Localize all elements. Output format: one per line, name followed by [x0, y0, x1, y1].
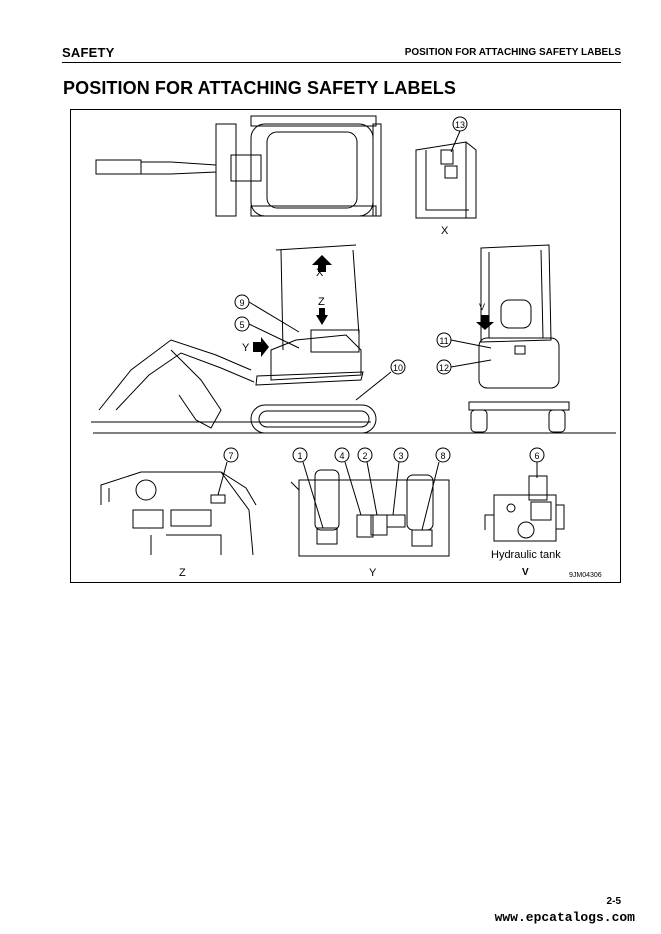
arrow-z-icon	[316, 308, 328, 325]
callout-4: 4	[339, 451, 344, 461]
header-rule	[62, 62, 621, 63]
view-z-side-label: Z	[318, 296, 325, 308]
callout-11: 11	[439, 336, 448, 346]
arrow-y-icon	[253, 337, 269, 357]
detail-v-drawing	[484, 475, 565, 542]
detail-z-label: Z	[179, 567, 186, 579]
callout-9: 9	[239, 298, 244, 308]
arrow-x-icon	[312, 255, 332, 272]
callout-8: 8	[440, 451, 445, 461]
detail-z-drawing	[100, 471, 257, 556]
callout-2: 2	[362, 451, 367, 461]
rear-view-excavator	[468, 244, 570, 433]
callout-13: 13	[455, 120, 465, 130]
callout-5: 5	[239, 320, 244, 330]
view-v-rear-label: V	[479, 302, 485, 312]
page-title: POSITION FOR ATTACHING SAFETY LABELS	[63, 78, 456, 98]
callout-3: 3	[398, 451, 403, 461]
view-x-label: X	[441, 225, 449, 237]
detail-v-label: V	[522, 567, 529, 578]
view-x-drawing	[415, 141, 477, 219]
label-diagram: X 13 X Z Y 9 5	[70, 109, 621, 583]
view-x-side-label: X	[316, 267, 324, 279]
detail-y-drawing	[290, 469, 450, 557]
callout-7: 7	[228, 451, 233, 461]
side-view-excavator	[91, 244, 377, 434]
callout-12: 12	[439, 363, 449, 373]
diagram-svg: X 13 X Z Y 9 5	[91, 115, 616, 579]
view-y-side-label: Y	[242, 342, 250, 354]
top-view-machine	[95, 115, 382, 217]
figure-code: 9JM04306	[569, 572, 602, 579]
callout-1: 1	[297, 451, 302, 461]
detail-y-label: Y	[369, 567, 377, 579]
arrow-v-icon	[476, 315, 494, 330]
page-number: 2-5	[606, 896, 621, 907]
header-topic: POSITION FOR ATTACHING SAFETY LABELS	[404, 47, 621, 58]
watermark-link[interactable]: www.epcatalogs.com	[494, 910, 635, 925]
callout-10: 10	[393, 363, 403, 373]
hydraulic-tank-label: Hydraulic tank	[491, 549, 561, 561]
callout-6: 6	[534, 451, 539, 461]
header-section: SAFETY	[62, 45, 115, 60]
